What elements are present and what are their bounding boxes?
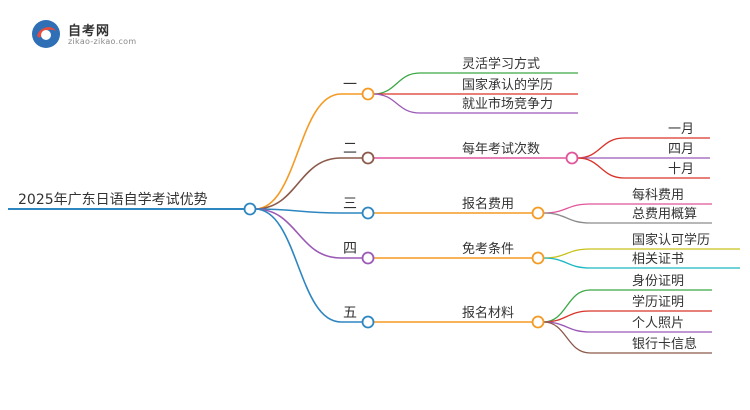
branch-5-node[interactable] (361, 315, 375, 329)
branch-5-link (254, 208, 342, 323)
branch-1-number: 一 (343, 77, 357, 93)
leaf-1-3-link (373, 93, 421, 114)
logo-icon (32, 20, 60, 48)
branch-2-node[interactable] (361, 151, 375, 165)
branch-2-label: 每年考试次数 (462, 141, 540, 157)
branch-5-number: 五 (343, 305, 357, 321)
branch-2-number: 二 (343, 141, 357, 157)
logo-url: zikao-zikao.com (68, 37, 137, 46)
branch-2-label-node[interactable] (565, 151, 579, 165)
leaf-4-2-label: 相关证书 (632, 252, 684, 267)
leaf-5-3-label: 个人照片 (632, 316, 684, 331)
branch-3-number: 三 (343, 196, 357, 212)
leaf-1-2-label: 国家承认的学历 (462, 77, 553, 93)
leaf-2-1-label: 一月 (668, 122, 694, 137)
site-logo: 自考网 zikao-zikao.com (30, 18, 150, 54)
branch-3-label-node[interactable] (531, 206, 545, 220)
leaf-4-2-link (543, 257, 591, 269)
leaf-5-4-link (543, 321, 591, 354)
leaf-1-3-label: 就业市场竞争力 (462, 96, 553, 112)
leaf-1-1-label: 灵活学习方式 (462, 56, 540, 72)
branch-1-link (254, 93, 342, 210)
branch-4-node[interactable] (361, 251, 375, 265)
branch-4-label-node[interactable] (531, 251, 545, 265)
leaf-3-1-link (543, 203, 591, 214)
branch-3-node[interactable] (361, 206, 375, 220)
leaf-2-3-label: 十月 (668, 162, 694, 177)
branch-3-link (254, 208, 342, 214)
root-node[interactable] (243, 202, 257, 216)
leaf-2-1-link (577, 137, 625, 159)
logo-brand: 自考网 (68, 24, 111, 39)
branch-4-label: 免考条件 (462, 241, 514, 257)
branch-3-label: 报名费用 (462, 196, 514, 212)
leaf-5-2-label: 学历证明 (632, 294, 684, 310)
branch-2-link (254, 157, 342, 210)
leaf-5-1-label: 身份证明 (632, 273, 684, 289)
branch-4-number: 四 (343, 241, 357, 257)
leaf-3-1-label: 每科费用 (632, 187, 684, 203)
root-topic: 2025年广东日语自学考试优势 (18, 192, 208, 208)
branch-4-link (254, 208, 342, 259)
branch-1-node[interactable] (361, 87, 375, 101)
leaf-4-1-label: 国家认可学历 (632, 232, 710, 248)
leaf-5-4-label: 银行卡信息 (632, 336, 697, 352)
leaf-2-2-label: 四月 (668, 142, 694, 157)
branch-5-label: 报名材料 (462, 305, 514, 321)
leaf-4-1-link (543, 248, 591, 259)
leaf-3-2-label: 总费用概算 (632, 207, 697, 222)
leaf-1-1-link (373, 72, 421, 95)
leaf-3-2-link (543, 212, 591, 224)
branch-5-label-node[interactable] (531, 315, 545, 329)
leaf-2-3-link (577, 157, 625, 179)
